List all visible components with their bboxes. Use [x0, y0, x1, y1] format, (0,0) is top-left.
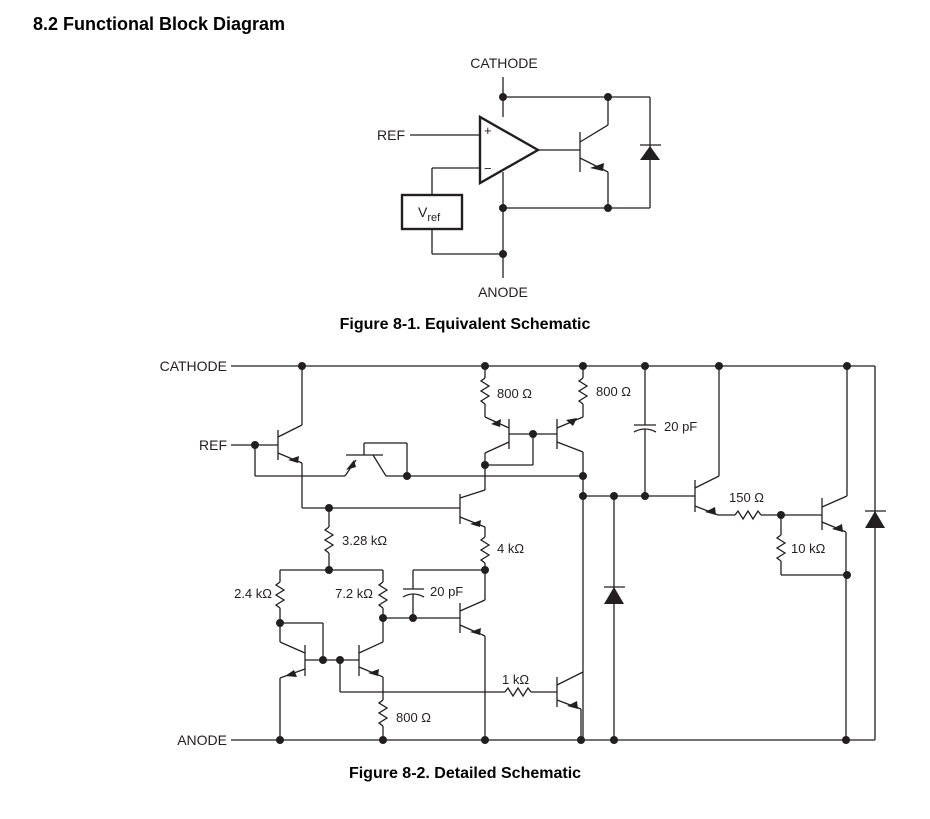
junction-dots-detailed: [251, 362, 851, 744]
r-800-left-label: 800 Ω: [497, 386, 532, 401]
junction-dots: [499, 93, 612, 258]
resistor-1k: [339, 660, 557, 698]
diode-icon: [640, 144, 661, 160]
vref-box: [400, 193, 464, 231]
r-1k-label: 1 kΩ: [502, 672, 529, 687]
resistor-7-2k: [377, 570, 389, 618]
figure-1-caption: Figure 8-1. Equivalent Schematic: [339, 316, 591, 333]
darlington-output-transistor: [821, 366, 848, 740]
anode-label: ANODE: [478, 284, 528, 300]
lower-middle-transistor: [459, 570, 486, 740]
ref-label: REF: [377, 127, 405, 143]
cathode-label: CATHODE: [470, 55, 537, 71]
darlington-first-transistor: [694, 366, 822, 521]
r-800-right-label: 800 Ω: [596, 384, 631, 399]
resistor-3-28k: [323, 508, 335, 570]
section-title: 8.2 Functional Block Diagram: [33, 14, 286, 34]
capacitor-20pf-upper: [633, 366, 657, 496]
figure-2-caption: Figure 8-2. Detailed Schematic: [348, 765, 582, 782]
r-2-4k-label: 2.4 kΩ: [234, 586, 272, 601]
r-800-bottom-label: 800 Ω: [396, 710, 431, 725]
r-4k-label: 4 kΩ: [497, 541, 524, 556]
anode-label-detailed: ANODE: [177, 732, 227, 748]
c-20pf-lower-label: 20 pF: [430, 584, 463, 599]
driver-transistor: [556, 671, 584, 740]
cathode-label-detailed: CATHODE: [160, 358, 227, 374]
middle-transistor: [459, 465, 491, 570]
r-7-2k-label: 7.2 kΩ: [335, 586, 373, 601]
c-20pf-upper-label: 20 pF: [664, 419, 697, 434]
ref-transistor: [231, 366, 303, 508]
diode-middle-icon: [604, 496, 625, 740]
bottom-left-mirror: [279, 618, 389, 740]
vref-label: Vref: [418, 204, 441, 224]
r-3-28k-label: 3.28 kΩ: [342, 533, 387, 548]
emitter-arrow-icon: [590, 163, 604, 171]
resistor-2-4k: [274, 570, 286, 623]
wires: [410, 77, 651, 278]
minus-sign: −: [484, 161, 492, 176]
op-amp-icon: [478, 114, 541, 186]
ref-label-detailed: REF: [199, 437, 227, 453]
r-150-label: 150 Ω: [729, 490, 764, 505]
plus-sign: +: [484, 123, 492, 138]
diode-right-icon: [865, 510, 886, 528]
lateral-transistor: [344, 442, 583, 477]
r-10k-label: 10 kΩ: [791, 541, 826, 556]
